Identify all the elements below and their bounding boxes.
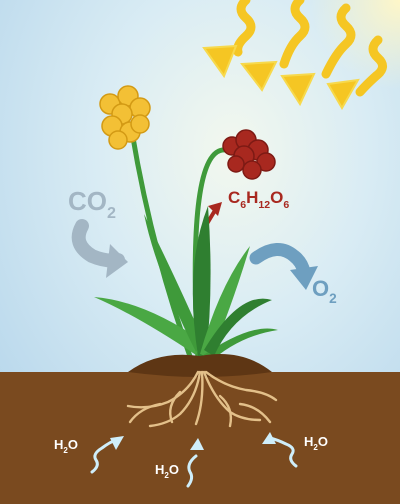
glucose-label: C6H12O6 (228, 188, 289, 211)
co2-label: CO2 (68, 186, 116, 222)
flower-head (99, 85, 151, 150)
sunlight-arrowhead-3 (280, 72, 316, 107)
leaf-right-mid (200, 246, 250, 358)
water-arrow-left (90, 438, 118, 474)
leaf-right-tip (204, 298, 272, 356)
fruit-berry (242, 160, 262, 180)
o2-label: O2 (312, 276, 337, 306)
sunlight-ray-3 (321, 3, 356, 79)
water-arrowheads (110, 432, 276, 450)
glucose-arrowhead (208, 202, 222, 216)
plant (94, 85, 278, 364)
soil-mound (128, 354, 272, 377)
sunlight-arrowhead-4 (326, 78, 360, 110)
sunlight-ray-2 (279, 0, 310, 69)
roots (126, 370, 278, 428)
soil (0, 355, 400, 504)
water-arrows (90, 436, 298, 488)
fruit-berry (227, 155, 245, 173)
sunlight-ray-4 (355, 35, 387, 97)
leaf-center (192, 206, 211, 358)
water-arrow-middle (186, 454, 198, 488)
o2-arrow (249, 243, 311, 279)
leaf-left-mid (144, 214, 204, 352)
water-label-middle: H2O (155, 462, 179, 480)
water-label-left: H2O (54, 437, 78, 455)
sunlight-rays (233, 0, 387, 97)
sunlight-ray-1 (233, 0, 256, 57)
sun-glow (310, 0, 400, 90)
water-label-right: H2O (304, 434, 328, 452)
o2-arrowhead (290, 266, 318, 290)
flower-floret (130, 114, 150, 134)
sunlight-arrowheads (202, 44, 360, 110)
water-arrow-right (268, 436, 298, 468)
sunlight-arrowhead-2 (240, 60, 278, 92)
flower-floret (108, 130, 128, 150)
sunlight-arrowhead-1 (202, 44, 238, 79)
fruit-cluster (222, 129, 276, 180)
leaf-left-low (94, 297, 202, 355)
co2-arrowhead (106, 244, 128, 278)
